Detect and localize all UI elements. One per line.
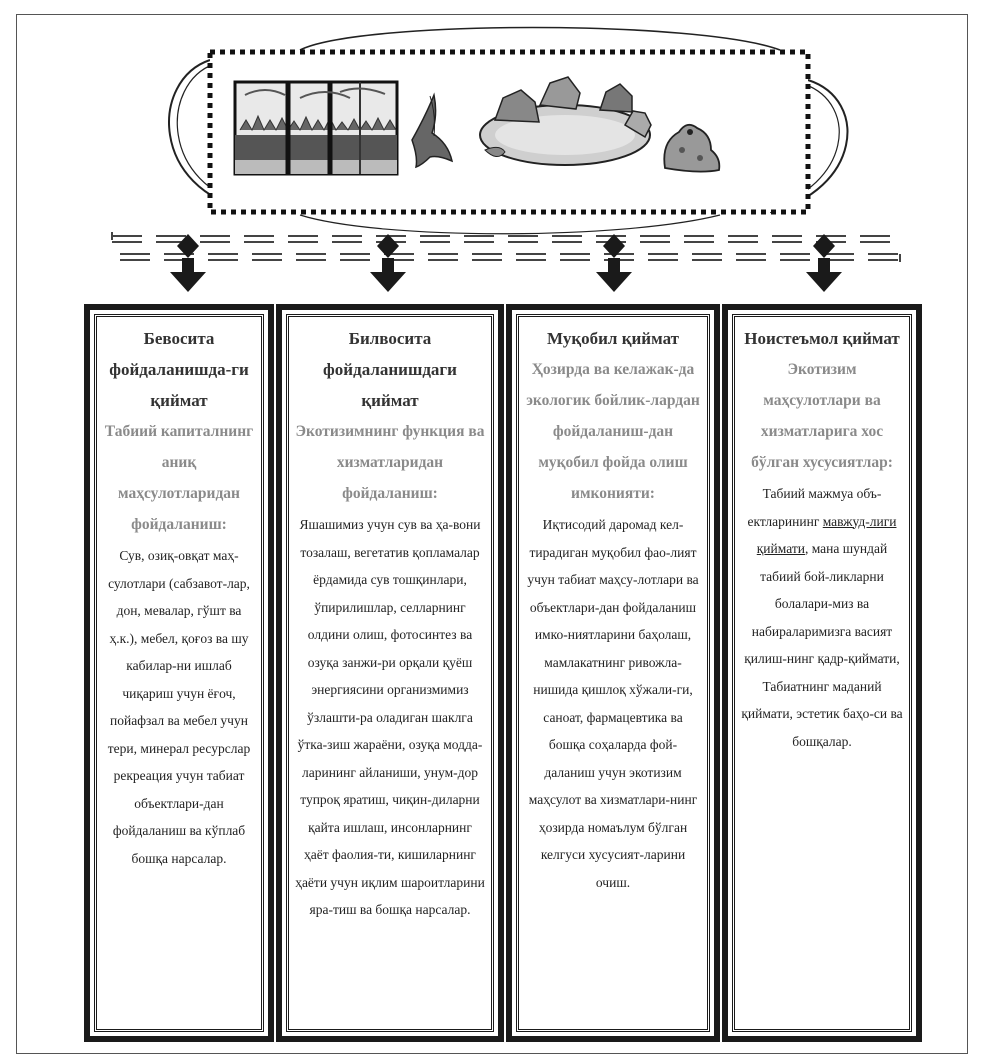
top-arc-line <box>299 26 781 51</box>
column-body-text: Яшашимиз учун сув ва ҳа-вони тозалаш, ве… <box>295 517 485 917</box>
dashed-connector-band <box>111 232 901 262</box>
value-column-option: Муқобил қиймат Ҳозирда ва келажак-да эко… <box>506 304 720 1042</box>
arrow-icon-col1 <box>170 234 206 292</box>
arrow-icon-col2 <box>370 234 406 292</box>
arrow-icon-col4 <box>806 234 842 292</box>
column-subtitle: Экотизим маҳсулотлари ва хизматларига хо… <box>751 361 893 471</box>
column-body-text: Сув, озиқ-овқат маҳ-сулотлари (сабзавот-… <box>107 548 251 866</box>
column-subtitle: Табиий капиталнинг аниқ маҳсулотларидан … <box>104 423 254 533</box>
frog-icon <box>663 123 721 173</box>
column-inner-frame: Ноистеъмол қиймат Экотизим маҳсулотлари … <box>732 314 912 1032</box>
ecosystem-illustration-panel <box>111 26 901 292</box>
value-column-direct-use: Бевосита фойдаланишда-ги қиймат Табиий к… <box>84 304 274 1042</box>
column-body-text: Иқтисодий даромад кел-тирадиган муқобил … <box>527 517 699 890</box>
value-column-indirect-use: Билвосита фойдаланишдаги қиймат Экотизим… <box>276 304 504 1042</box>
value-column-non-use: Ноистеъмол қиймат Экотизим маҳсулотлари … <box>722 304 922 1042</box>
column-title: Билвосита фойдаланишдаги қиймат <box>323 329 457 410</box>
column-subtitle: Экотизимнинг функция ва хизматларидан фо… <box>295 423 485 502</box>
bottom-arc-line <box>299 214 721 235</box>
column-title: Ноистеъмол қиймат <box>744 329 900 348</box>
body-text-pre: Табиий мажмуа объ-ектларининг <box>747 486 882 529</box>
body-text-underlined: мавжуд-лиги қиймати <box>756 513 897 557</box>
column-title: Бевосита фойдаланишда-ги қиймат <box>109 329 249 410</box>
forest-window-icon <box>233 80 399 176</box>
column-inner-frame: Билвосита фойдаланишдаги қиймат Экотизим… <box>286 314 494 1032</box>
arrow-icon-col3 <box>596 234 632 292</box>
body-text-post: , мана шундай табиий бой-ликларни болала… <box>741 541 903 749</box>
column-inner-frame: Муқобил қиймат Ҳозирда ва келажак-да эко… <box>516 314 710 1032</box>
column-body-text: Табиий мажмуа объ-ектларининг мавжуд-лиг… <box>741 480 903 755</box>
pond-icon <box>479 76 652 166</box>
column-inner-frame: Бевосита фойдаланишда-ги қиймат Табиий к… <box>94 314 264 1032</box>
bird-icon <box>411 92 454 169</box>
column-subtitle: Ҳозирда ва келажак-да экологик бойлик-ла… <box>526 361 700 502</box>
column-title: Муқобил қиймат <box>547 329 679 348</box>
page-frame <box>16 14 968 1054</box>
